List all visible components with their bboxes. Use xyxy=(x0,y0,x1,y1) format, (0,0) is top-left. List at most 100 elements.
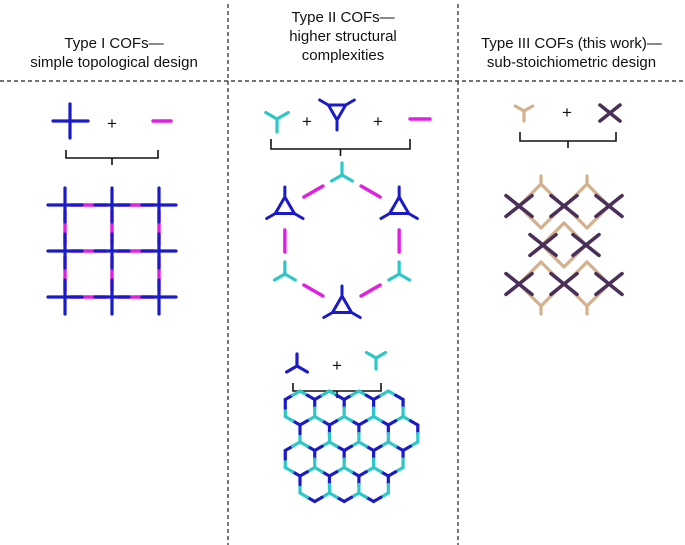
dividers xyxy=(0,4,685,545)
cross-node xyxy=(93,278,131,316)
bond xyxy=(372,414,383,423)
triangle-core xyxy=(330,294,354,314)
tan-framework xyxy=(540,221,588,269)
tetratopic-node xyxy=(571,232,601,258)
arm xyxy=(295,364,309,374)
tetratopic-node xyxy=(594,193,624,219)
arm xyxy=(379,212,392,220)
arm xyxy=(407,212,419,220)
trigonal-node xyxy=(387,260,412,282)
cross-node xyxy=(46,186,84,224)
arm xyxy=(344,98,356,107)
arm xyxy=(272,272,287,282)
bond xyxy=(342,414,354,423)
tetratopic-node xyxy=(528,232,558,258)
tetratopic-node xyxy=(549,271,579,297)
tetratopic-node xyxy=(504,193,534,219)
arm xyxy=(265,212,277,220)
plus-sign: + xyxy=(562,103,572,122)
bond xyxy=(357,440,368,448)
type-1-header: Type I COFs— simple topological design xyxy=(0,34,228,72)
triangle-core xyxy=(326,103,348,122)
arm xyxy=(330,173,344,183)
arm xyxy=(350,311,362,319)
tetratopic-node xyxy=(504,271,534,297)
arm xyxy=(522,104,535,113)
cross-node xyxy=(140,278,178,316)
triangle-core xyxy=(388,195,411,215)
trigonal-linker xyxy=(285,352,309,374)
arm xyxy=(387,272,401,282)
type-3-header: Type III COFs (this work)— sub-stoichiom… xyxy=(458,34,685,72)
arm xyxy=(397,272,412,282)
type-2-subtitle-2: complexities xyxy=(301,47,385,64)
arm xyxy=(504,271,534,297)
cross-node xyxy=(140,186,178,224)
plus-sign: + xyxy=(373,112,383,131)
trigonal-linker xyxy=(513,104,535,123)
trigonal-node xyxy=(272,260,297,282)
trigonal-node xyxy=(330,161,354,183)
arm xyxy=(364,350,378,360)
tan-framework xyxy=(517,182,565,230)
bond xyxy=(313,465,324,474)
type-1-panel xyxy=(46,102,178,316)
bond xyxy=(342,465,354,474)
triangle-node xyxy=(322,284,362,319)
bond xyxy=(291,440,302,448)
bracket xyxy=(65,150,159,165)
cross-linker xyxy=(51,102,90,140)
arm xyxy=(264,110,279,121)
type-2-header: Type II COFs— higher structural complexi… xyxy=(228,8,458,65)
linker xyxy=(359,184,382,199)
type-2-subtitle-1: higher structural xyxy=(289,28,397,45)
tan-framework xyxy=(563,260,611,308)
plus-sign: + xyxy=(107,114,117,133)
plus-sign: + xyxy=(302,112,312,131)
linker xyxy=(359,283,382,298)
arm xyxy=(549,193,579,219)
bracket xyxy=(519,132,617,148)
arm xyxy=(322,311,334,319)
tan-framework xyxy=(517,260,565,308)
cross-node xyxy=(46,232,84,270)
arm xyxy=(549,271,579,297)
triangle-core xyxy=(273,195,296,215)
type-3-panel xyxy=(504,103,624,316)
triangle-node xyxy=(379,185,419,220)
trigonal-linker xyxy=(264,110,290,134)
type-1-subtitle: simple topological design xyxy=(30,54,198,71)
arm xyxy=(571,232,601,258)
cross-node xyxy=(93,186,131,224)
cross-node xyxy=(93,232,131,270)
type-2-title: Type II COFs— xyxy=(291,9,395,26)
bond xyxy=(327,491,339,499)
arm xyxy=(513,104,526,113)
triangle-linker xyxy=(318,98,356,132)
tan-framework xyxy=(563,182,611,230)
plus-sign: + xyxy=(332,356,342,375)
cross-node xyxy=(140,232,178,270)
arm xyxy=(598,103,622,123)
tetratopic-linker xyxy=(598,103,622,123)
bracket xyxy=(270,139,411,156)
cross-node xyxy=(46,278,84,316)
bond xyxy=(386,440,398,448)
arm xyxy=(275,110,290,121)
arm xyxy=(504,193,534,219)
arm xyxy=(340,173,354,183)
arm xyxy=(285,364,299,374)
linker xyxy=(302,283,325,298)
bond xyxy=(372,465,383,474)
arm xyxy=(374,350,388,360)
triangle-node xyxy=(265,185,305,220)
tetratopic-node xyxy=(549,193,579,219)
bond xyxy=(313,414,324,423)
type-3-subtitle: sub-stoichiometric design xyxy=(486,54,657,71)
arm xyxy=(594,193,624,219)
arm xyxy=(318,98,330,107)
type-3-title: Type III COFs (this work)— xyxy=(481,35,662,52)
arm xyxy=(292,212,305,220)
tetratopic-node xyxy=(594,271,624,297)
